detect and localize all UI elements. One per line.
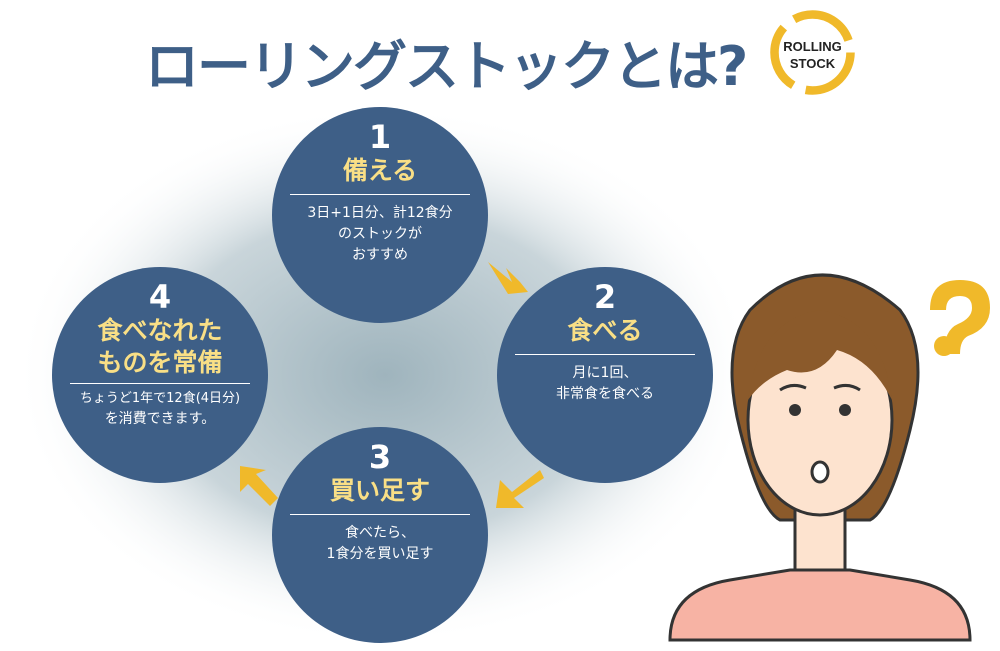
step-4-circle: 4 食べなれた ものを常備 ちょうど1年で12食(4日分) を消費できます。 — [52, 267, 268, 483]
step-3-circle: 3 買い足す 食べたら、 1食分を買い足す — [272, 427, 488, 643]
page-title: ローリングストックとは? — [145, 35, 748, 98]
arrow-2-to-3 — [496, 470, 544, 508]
arrow-1-to-2 — [488, 262, 528, 294]
divider — [290, 194, 470, 195]
confused-woman-illustration — [668, 273, 990, 642]
divider — [515, 354, 695, 355]
divider — [290, 514, 470, 515]
step-1-circle: 1 備える 3日+1日分、計12食分 のストックが おすすめ — [272, 107, 488, 323]
step-2-circle: 2 食べる 月に1回、 非常食を食べる — [497, 267, 713, 483]
cycle-arrows — [240, 262, 544, 508]
divider — [70, 383, 250, 384]
arrow-3-to-4 — [240, 466, 278, 506]
question-mark-icon — [930, 280, 990, 354]
rolling-cycle-icon — [770, 10, 855, 95]
